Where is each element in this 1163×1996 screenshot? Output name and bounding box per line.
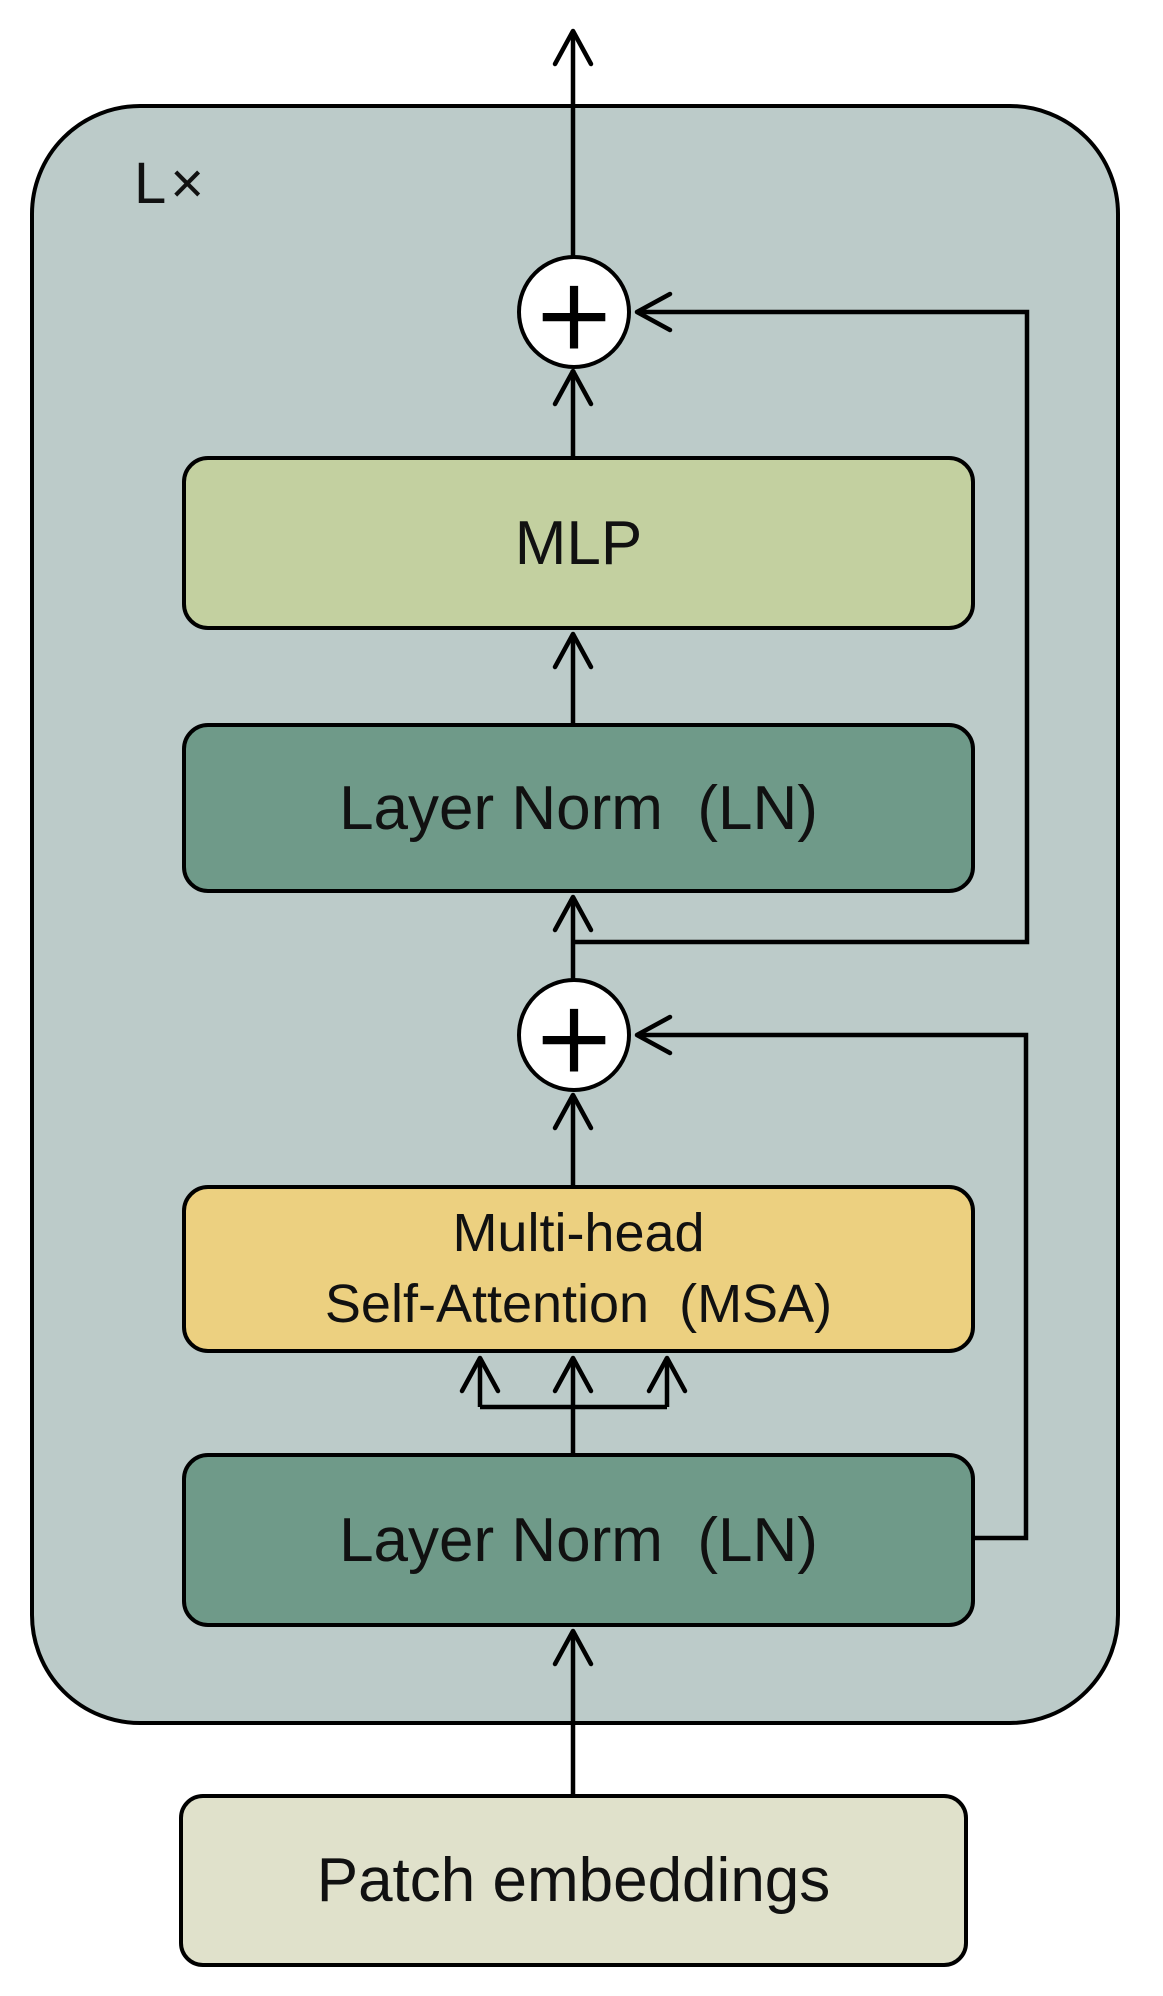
plus-icon: + <box>532 256 616 373</box>
arrowhead-add-to-ln-icon <box>552 894 594 933</box>
mlp-label: MLP <box>514 508 643 578</box>
repeat-count-label: L× <box>134 151 209 216</box>
layer-norm-bottom-label: Layer Norm (LN) <box>339 1505 818 1575</box>
patch-embeddings-box: Patch embeddings <box>179 1794 968 1967</box>
patch-embeddings-label: Patch embeddings <box>316 1846 831 1915</box>
arrowhead-msa-center-icon <box>552 1355 594 1394</box>
add-node-bottom <box>517 978 631 1092</box>
arrowhead-msa-left-icon <box>459 1355 501 1394</box>
msa-label-line1: Multi-head <box>452 1202 705 1263</box>
arrowhead-msa-to-add-icon <box>552 1092 594 1131</box>
residual-wire-bottom <box>637 1032 1029 1541</box>
arrowhead-mlp-to-add-icon <box>552 368 594 407</box>
layer-norm-top-box: Layer Norm (LN) <box>182 723 975 893</box>
layer-norm-bottom-box: Layer Norm (LN) <box>182 1453 975 1627</box>
mlp-box: MLP <box>182 456 975 630</box>
arrowhead-residual-top-icon <box>634 291 673 333</box>
arrowhead-patch-to-ln-icon <box>552 1628 594 1667</box>
plus-icon: + <box>532 979 616 1096</box>
arrowhead-output-icon <box>552 28 594 67</box>
layer-norm-top-label: Layer Norm (LN) <box>339 773 818 843</box>
add-node-top <box>517 255 631 369</box>
arrowhead-ln-to-mlp-icon <box>552 631 594 670</box>
arrowhead-residual-bottom-icon <box>634 1014 673 1056</box>
arrowhead-msa-right-icon <box>646 1355 688 1394</box>
msa-label-line2: Self-Attention (MSA) <box>324 1274 833 1334</box>
residual-wire-top <box>573 309 1030 945</box>
multi-head-self-attention-box: Multi-head Self-Attention (MSA) <box>182 1185 975 1353</box>
